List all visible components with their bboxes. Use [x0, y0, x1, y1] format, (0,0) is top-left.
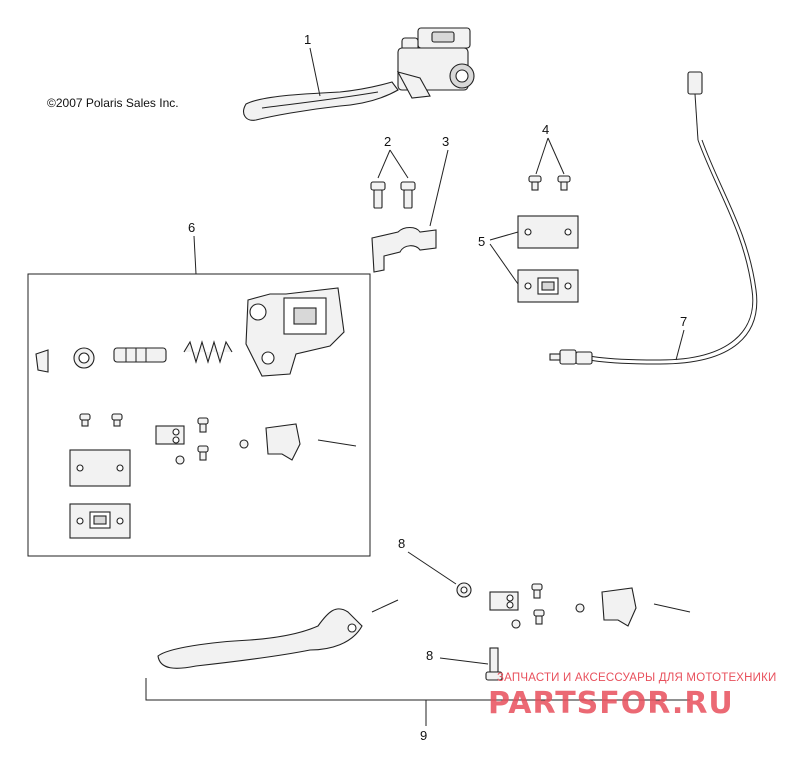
brake-switch-cable	[549, 71, 758, 365]
callout-1: 1	[304, 32, 311, 47]
leader-2a	[377, 149, 391, 179]
callout-2: 2	[384, 134, 391, 149]
leader-6	[193, 235, 197, 275]
handlebar-clamp	[371, 226, 437, 273]
callout-3: 3	[442, 134, 449, 149]
leader-7	[675, 329, 685, 361]
callout-9: 9	[420, 728, 427, 743]
rebuild-kit-box	[27, 273, 371, 557]
kit-bracket-line	[145, 678, 690, 701]
leader-4b	[547, 137, 565, 175]
copyright-notice: ©2007 Polaris Sales Inc.	[47, 96, 179, 110]
cover-screw-pair	[528, 175, 571, 191]
screw-pair	[370, 181, 416, 209]
leader-5a	[489, 231, 519, 241]
leader-8a	[407, 551, 457, 585]
leader-8b	[439, 657, 489, 665]
leader-4a	[535, 137, 549, 175]
leader-3	[429, 149, 449, 227]
pivot-bolt	[485, 647, 503, 681]
callout-6: 6	[188, 220, 195, 235]
callout-7: 7	[680, 314, 687, 329]
reservoir-cover-and-gasket	[517, 215, 579, 303]
watermark-tagline: ЗАПЧАСТИ И АКСЕССУАРЫ ДЛЯ МОТОТЕХНИКИ	[497, 672, 777, 684]
rebuild-kit-parts	[35, 287, 357, 539]
master-cylinder-lever-assembly	[243, 27, 475, 121]
watermark-logo: PARTSFOR.RU	[488, 686, 734, 721]
brake-lever	[157, 608, 363, 669]
lower-hardware	[371, 583, 691, 629]
leader-5b	[489, 243, 519, 285]
callout-8b: 8	[426, 648, 433, 663]
leader-1	[309, 47, 321, 97]
leader-2b	[389, 149, 409, 179]
callout-8a: 8	[398, 536, 405, 551]
callout-5: 5	[478, 234, 485, 249]
callout-4: 4	[542, 122, 549, 137]
